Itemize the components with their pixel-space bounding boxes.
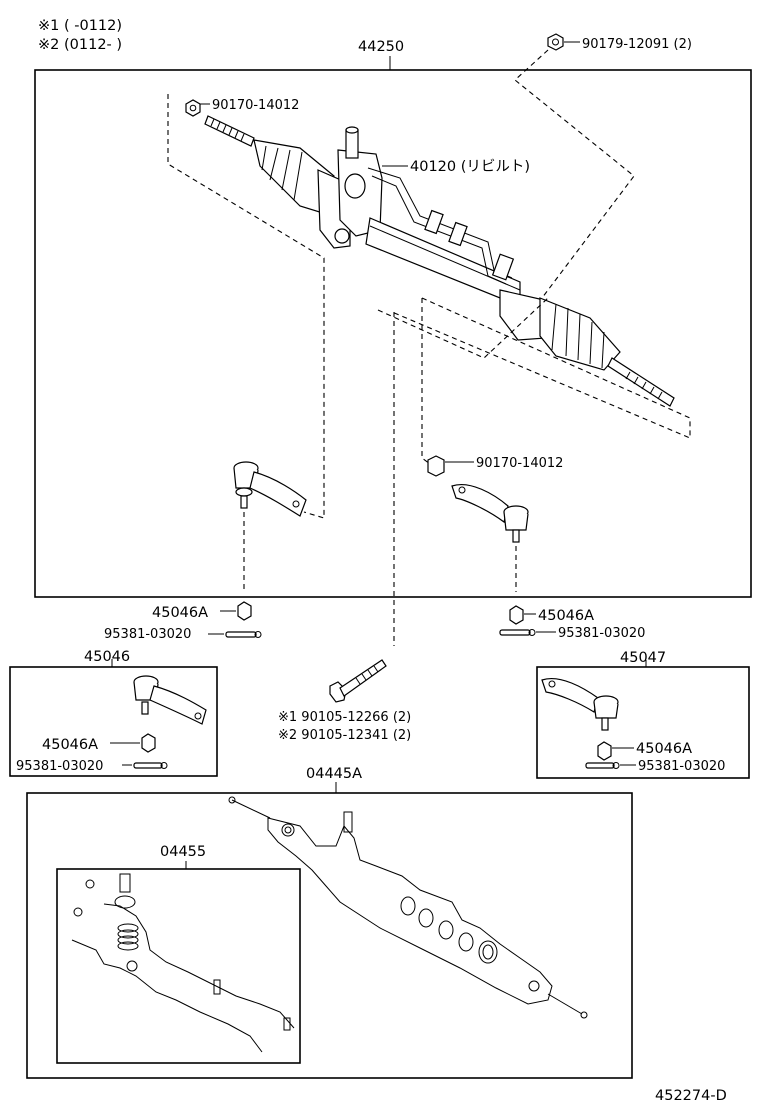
label-45046: 45046 (84, 649, 130, 665)
label-45047-nut: 45046A (636, 741, 692, 757)
gasket-kit-housing-drawing (228, 796, 588, 1019)
steering-rack-drawing (204, 115, 675, 407)
label-95381-03020-left: 95381-03020 (104, 627, 191, 642)
tie-rod-end-left-drawing (233, 461, 307, 517)
seal-kit-frame (56, 868, 301, 1064)
cotter-pin-left-icon (225, 631, 262, 638)
cotter-pin-45046-box-icon (133, 762, 168, 769)
label-04455: 04455 (160, 844, 206, 860)
nut-90170-right-icon (427, 455, 445, 477)
tie-rod-45046-frame (9, 666, 218, 777)
label-44250: 44250 (358, 39, 404, 55)
nut-45047-box-icon (597, 741, 612, 761)
diagram-id: 452274-D (655, 1088, 727, 1104)
tie-rod-end-right-drawing (451, 484, 529, 543)
nut-45046-box-icon (141, 733, 156, 753)
gasket-kit-frame (26, 792, 633, 1079)
label-bolt-2: ※2 90105-12341 (2) (278, 728, 411, 743)
nut-90170-left-icon (185, 99, 201, 117)
tie-rod-end-45047-drawing (541, 678, 619, 731)
note-1: ※1 ( -0112) (38, 18, 122, 34)
label-90179-12091: 90179-12091 (2) (582, 37, 692, 52)
label-45047: 45047 (620, 650, 666, 666)
nut-45046A-left-icon (237, 601, 252, 621)
seal-kit-housing-drawing (71, 873, 295, 1053)
bolt-90105-drawing (329, 659, 387, 703)
label-04445A: 04445A (306, 766, 362, 782)
cotter-pin-right-icon (499, 629, 536, 636)
tie-rod-end-45046-drawing (133, 675, 207, 725)
label-45047-pin: 95381-03020 (638, 759, 725, 774)
note-2: ※2 (0112- ) (38, 37, 122, 53)
label-95381-03020-right: 95381-03020 (558, 626, 645, 641)
label-45046A-left: 45046A (152, 605, 208, 621)
gear-assembly-frame (34, 69, 752, 598)
label-45046-nut: 45046A (42, 737, 98, 753)
label-90170-14012-left: 90170-14012 (212, 98, 299, 113)
label-40120: 40120 (リビルト) (410, 158, 530, 175)
nut-45046A-right-icon (509, 605, 524, 625)
label-45046A-right: 45046A (538, 608, 594, 624)
tie-rod-45047-frame (536, 666, 750, 779)
label-45046-pin: 95381-03020 (16, 759, 103, 774)
label-90170-14012-right: 90170-14012 (476, 456, 563, 471)
label-bolt-1: ※1 90105-12266 (2) (278, 710, 411, 725)
cotter-pin-45047-box-icon (585, 762, 620, 769)
nut-90179-icon (547, 33, 564, 51)
